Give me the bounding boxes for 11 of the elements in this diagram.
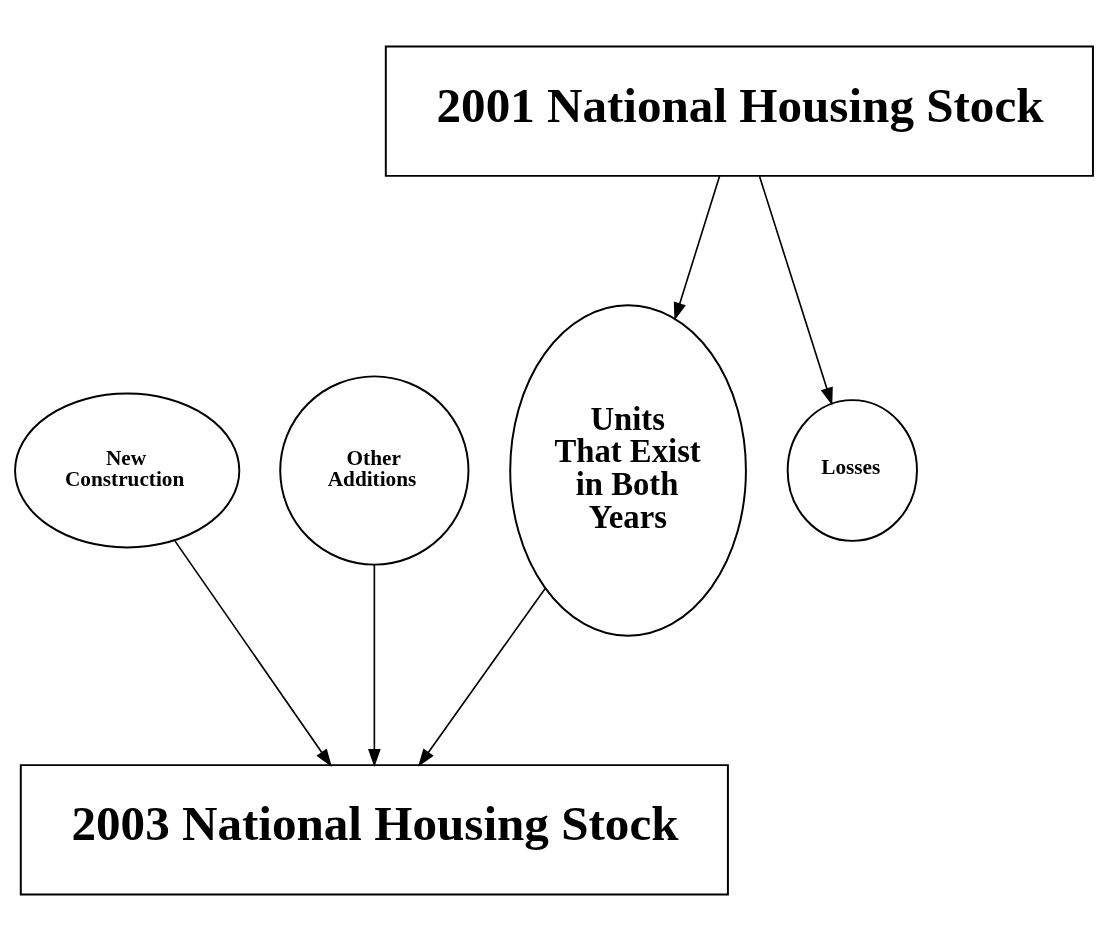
arrow bbox=[673, 175, 721, 321]
node-box: 2001 National Housing Stock bbox=[384, 45, 1094, 177]
node-box: 2003 National Housing Stock bbox=[19, 764, 729, 896]
arrow bbox=[758, 175, 833, 406]
node-circle: Other Additions bbox=[279, 375, 470, 566]
arrow bbox=[368, 563, 381, 768]
arrow bbox=[418, 587, 546, 767]
node-circle: Losses bbox=[786, 399, 918, 542]
arrow bbox=[173, 539, 332, 767]
node-ellipse: New Construction bbox=[14, 392, 241, 549]
node-ellipse: Units That Exist in Both Years bbox=[509, 304, 747, 637]
